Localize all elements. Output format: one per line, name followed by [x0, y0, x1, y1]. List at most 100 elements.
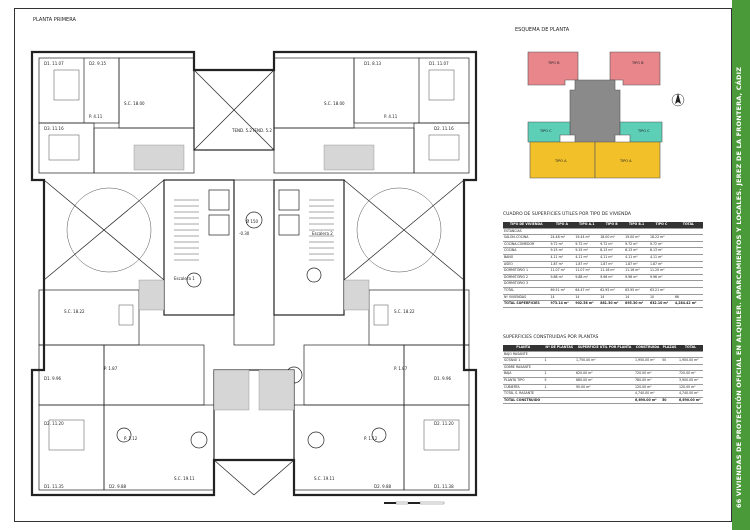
floor-scheme: TIPO B TIPO B TIPO C TIPO C TIPO A TIPO …: [527, 51, 685, 179]
table-cell: DORMITORIO 3: [503, 280, 550, 288]
table-cell: [648, 280, 674, 288]
table-header-cell: Nº DE PLANTAS: [543, 345, 576, 352]
svg-text:TIPO C: TIPO C: [637, 129, 650, 133]
table-cell: [575, 364, 635, 372]
table-header-cell: PLANTA: [503, 345, 544, 352]
table-cell: 120.00 m²: [677, 384, 703, 392]
table-header-cell: TOTAL: [673, 222, 703, 229]
floor-plan: D1. 11.07 D2. 9.15 S.C. 18.00 S.C. 18.00…: [30, 50, 478, 505]
table-cell: 5: [543, 377, 576, 385]
table-row: SOBRE RASANTE: [503, 364, 703, 372]
table2-title: SUPERFICIES CONSTRUIDAS POR PLANTAS: [503, 335, 599, 340]
table-cell: [575, 396, 635, 405]
table-cell: 4.11 m²: [599, 254, 625, 262]
table-cell: TOTAL S. RASANTE: [503, 390, 544, 398]
table-cell: 11.20 m²: [648, 267, 674, 275]
room-label: P. 1.87: [394, 366, 408, 371]
room-label: D2. 11.20: [44, 421, 64, 426]
table-cell: Nº VIVIENDAS: [503, 294, 550, 302]
table-cell: [574, 280, 600, 288]
scheme-type-b-right: [609, 51, 661, 86]
room-label: D1. 9.96: [434, 376, 452, 381]
table-cell: 4.11 m²: [624, 254, 649, 262]
table-cell: [661, 377, 678, 385]
table-cell: 62.95 m²: [599, 287, 625, 295]
table-cell: [661, 384, 678, 392]
table-cell: 18.22 m²: [648, 234, 674, 242]
table-cell: 1.87 m²: [574, 261, 600, 269]
table-cell: 66: [673, 294, 703, 302]
table-cell: 8.13 m²: [624, 247, 649, 255]
table-header-cell: TIPO C: [648, 222, 674, 229]
table-cell: [673, 280, 703, 288]
table-cell: 24.48 m²: [549, 234, 575, 242]
table-cell: 6,690.00 m²: [634, 396, 662, 405]
table-cell: [661, 390, 678, 398]
table-cell: [677, 351, 703, 359]
table-cell: [543, 351, 576, 359]
room-label: D1. 11.07: [44, 61, 64, 66]
table-row: DORMITORIO 3: [503, 280, 703, 288]
table-cell: BAJA: [503, 370, 544, 378]
table-cell: [543, 390, 576, 398]
table-cell: BAÑO: [503, 254, 550, 262]
plan-title: PLANTA PRIMERA: [33, 17, 76, 23]
room-label: D2. 9.88: [109, 484, 127, 489]
table-cell: TOTAL CONSTRUIDO: [503, 396, 544, 405]
table-cell: 10: [648, 294, 674, 302]
table-header-cell: CONSTRUIDA: [634, 345, 662, 352]
svg-text:TIPO A: TIPO A: [619, 159, 632, 163]
table-cell: SÓTANO 1: [503, 357, 544, 365]
table-cell: 95.00 m²: [575, 384, 635, 392]
room-label: D1. 9.96: [44, 376, 62, 381]
table-cell: BAJO RASANTE: [503, 351, 544, 359]
table-cell: TOTAL: [503, 287, 550, 295]
table-cell: 720.00 m²: [634, 370, 662, 378]
table-cell: 1.87 m²: [624, 261, 649, 269]
table-cell: 1: [543, 357, 576, 365]
table-cell: COCINA-COMEDOR: [503, 241, 550, 249]
table-cell: 11.16 m²: [599, 267, 625, 275]
table-cell: 4.11 m²: [648, 254, 674, 262]
table-cell: 11.07 m²: [574, 267, 600, 275]
table-cell: [574, 228, 600, 236]
scheme-title: ESQUEMA DE PLANTA: [515, 27, 570, 33]
scheme-type-b-left: [527, 51, 579, 86]
room-label: D1. 11.38: [434, 484, 454, 489]
room-label: D2. 11.16: [434, 126, 454, 131]
table-cell: ASEO: [503, 261, 550, 269]
table-cell: [634, 351, 662, 359]
room-label: P. 1.12: [124, 436, 138, 441]
table-cell: 902.58 m²: [574, 300, 600, 308]
table-cell: [661, 351, 678, 359]
table-cell: 1,750.00 m²: [575, 357, 635, 365]
table-cell: 1,950.00 m²: [634, 357, 662, 365]
scheme-type-c-left: [527, 121, 571, 143]
table-cell: DORMITORIO 2: [503, 274, 550, 282]
room-label: S.C. 18.00: [124, 101, 145, 106]
svg-text:TIPO B: TIPO B: [631, 61, 644, 65]
table-cell: 620.00 m²: [575, 370, 635, 378]
room-label: S.C. 18.22: [64, 309, 85, 314]
north-arrow-icon: [671, 93, 685, 107]
table-cell: [543, 364, 576, 372]
table-cell: 1.87 m²: [549, 261, 575, 269]
table-cell: [599, 280, 625, 288]
table-cell: [575, 351, 635, 359]
table-cell: DORMITORIO 1: [503, 267, 550, 275]
table-cell: 4,284.42 m²: [673, 300, 703, 308]
title-band: [732, 0, 750, 530]
table-cell: [673, 274, 703, 282]
table-cell: 9.96 m²: [599, 274, 625, 282]
svg-text:TIPO C: TIPO C: [539, 129, 552, 133]
room-label: P. 4.11: [384, 114, 398, 119]
